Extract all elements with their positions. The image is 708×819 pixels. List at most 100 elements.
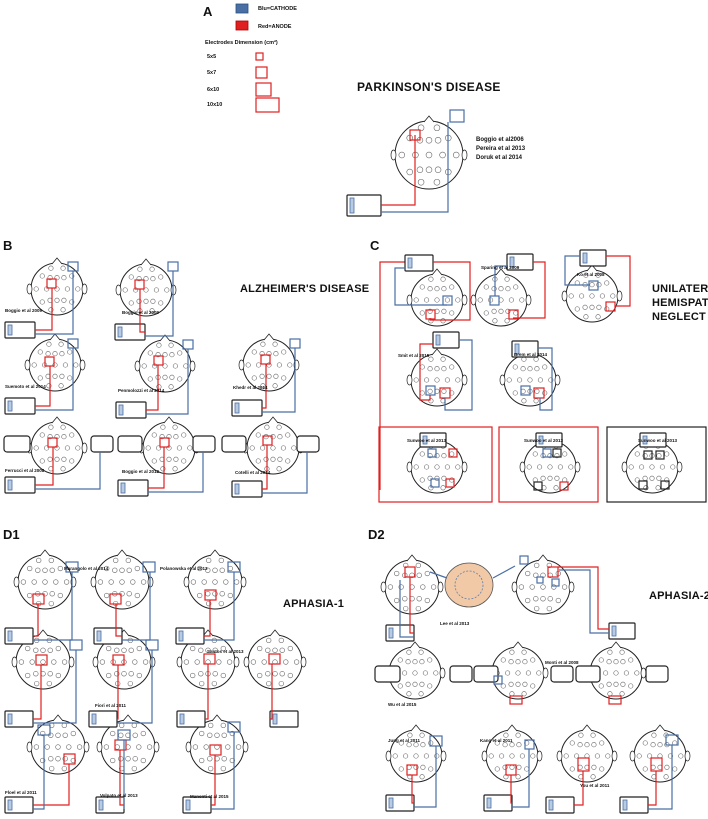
eeg-electrode-site (227, 592, 233, 599)
eeg-electrode-site (394, 570, 400, 577)
eeg-electrode-site (589, 304, 595, 310)
eeg-electrode-site (35, 567, 41, 573)
frame-neglect-7 (606, 426, 707, 503)
wire-neglect-3a (444, 339, 473, 411)
eeg-electrode-site (527, 377, 533, 383)
wire-d2-r3-0a (411, 775, 414, 804)
head-neglect-4-right-ear (554, 374, 561, 386)
wire-d1-1b (122, 572, 151, 641)
eeg-electrode-site (169, 352, 175, 358)
eeg-electrode-site (427, 286, 433, 292)
eeg-electrode-site (64, 286, 70, 292)
cathode-alzheimers-3 (182, 339, 194, 350)
eeg-electrode-site (208, 722, 214, 729)
eeg-electrode-site (568, 293, 574, 299)
eeg-electrode-site (128, 647, 134, 653)
eeg-electrode-site (205, 591, 211, 597)
eeg-electrode-site (427, 366, 433, 372)
wire-d1-7b (33, 735, 45, 810)
return-electrode-b-5-right (90, 435, 114, 453)
citation-d1-5: Volpato et al 2013 (100, 793, 138, 798)
head-aphasia1-8-nose (122, 714, 134, 722)
eeg-electrode-site (266, 680, 272, 687)
stimulator-aphasia1-4-display (91, 713, 97, 725)
eeg-electrode-site (125, 600, 131, 607)
eeg-electrode-site (168, 384, 174, 390)
legend-size-6x10: 6x10 (207, 87, 220, 93)
eeg-electrode-site (434, 366, 440, 372)
eeg-electrode-site (417, 178, 425, 186)
eeg-electrode-site (216, 659, 222, 665)
wire-cathode-alz-4 (262, 348, 296, 413)
eeg-electrode-site (263, 456, 269, 462)
eeg-electrode-site (455, 464, 461, 470)
stimulator-aphasia1-8-display (98, 799, 104, 811)
head-aphasia2-row2-0-nose (409, 641, 421, 649)
eeg-electrode-site (61, 297, 67, 303)
stimulator-neglect-2-display (582, 252, 588, 264)
eeg-electrode-site (569, 740, 575, 746)
head-aphasia1-5-right-ear (233, 656, 240, 668)
cathode-alzheimers-1 (167, 261, 179, 272)
eeg-electrode-site (169, 374, 175, 380)
eeg-electrode-site (613, 670, 619, 676)
eeg-electrode-site (75, 286, 81, 292)
eeg-electrode-site (223, 579, 229, 585)
eeg-electrode-site (31, 579, 37, 585)
eeg-electrode-site (46, 341, 52, 347)
stimulator-alzheimers-4-display (234, 402, 240, 414)
eeg-electrode-site (413, 753, 419, 759)
return-d2-c-left (575, 665, 601, 683)
eeg-electrode-site (555, 597, 561, 604)
head-aphasia2-row3-2-right-ear (611, 750, 618, 762)
citation-b-6: Boggio et al 2012 (122, 469, 160, 474)
eeg-electrode-site (67, 349, 73, 355)
eeg-electrode-site (55, 672, 61, 679)
eeg-electrode-site (634, 451, 640, 457)
eeg-electrode-site (416, 596, 422, 602)
eeg-electrode-site (503, 732, 509, 738)
eeg-electrode-site (53, 579, 59, 585)
panel-letter-a: A (203, 4, 213, 19)
eeg-electrode-site (20, 579, 27, 585)
legend-anode-swatch (235, 20, 249, 31)
citation-b-4: Khedr et al 2014 (233, 385, 268, 390)
citation-d2-0: Lee et al 2013 (440, 621, 470, 626)
stimulator-aphasia1-2-display (178, 630, 184, 642)
eeg-electrode-site (61, 434, 67, 440)
eeg-electrode-site (287, 645, 293, 652)
eeg-electrode-site (521, 649, 527, 655)
wire-d2-r3-3a (648, 771, 657, 806)
citation-a-2: Doruk et al 2014 (476, 155, 523, 161)
eeg-electrode-site (427, 475, 433, 481)
title-aphasia-2: APHASIA-2 (649, 590, 708, 602)
head-aphasia2-1-left-ear (511, 581, 518, 593)
eeg-electrode-site (444, 464, 450, 470)
eeg-electrode-site (272, 341, 278, 347)
eeg-electrode-site (402, 670, 408, 676)
eeg-electrode-site (516, 742, 522, 748)
eeg-electrode-site (265, 671, 271, 677)
eeg-electrode-site (136, 672, 142, 679)
eeg-electrode-site (45, 351, 51, 357)
eeg-electrode-site (513, 310, 519, 316)
eeg-electrode-site (504, 276, 510, 282)
wire-anode-neglect-0 (429, 261, 471, 321)
eeg-electrode-site (281, 349, 287, 355)
cathode-parkinsons (449, 109, 465, 123)
eeg-electrode-site (278, 680, 284, 687)
wire-anode-alz-1 (139, 289, 145, 333)
head-aphasia2-row3-1-right-ear (536, 750, 543, 762)
eeg-electrode-site (125, 756, 131, 762)
eeg-electrode-site (553, 485, 559, 491)
eeg-electrode-site (613, 681, 619, 687)
eeg-electrode-site (427, 683, 433, 689)
eeg-electrode-site (500, 683, 506, 689)
eeg-electrode-site (540, 596, 546, 602)
anode-aphasia1-5 (203, 653, 216, 665)
wire-neglect-frame-left (379, 261, 405, 490)
head-aphasia2-row3-1-nose (506, 724, 518, 732)
eeg-electrode-site (190, 579, 197, 585)
stimulator-aphasia1-3-display (7, 713, 13, 725)
eeg-electrode-site (521, 356, 527, 362)
